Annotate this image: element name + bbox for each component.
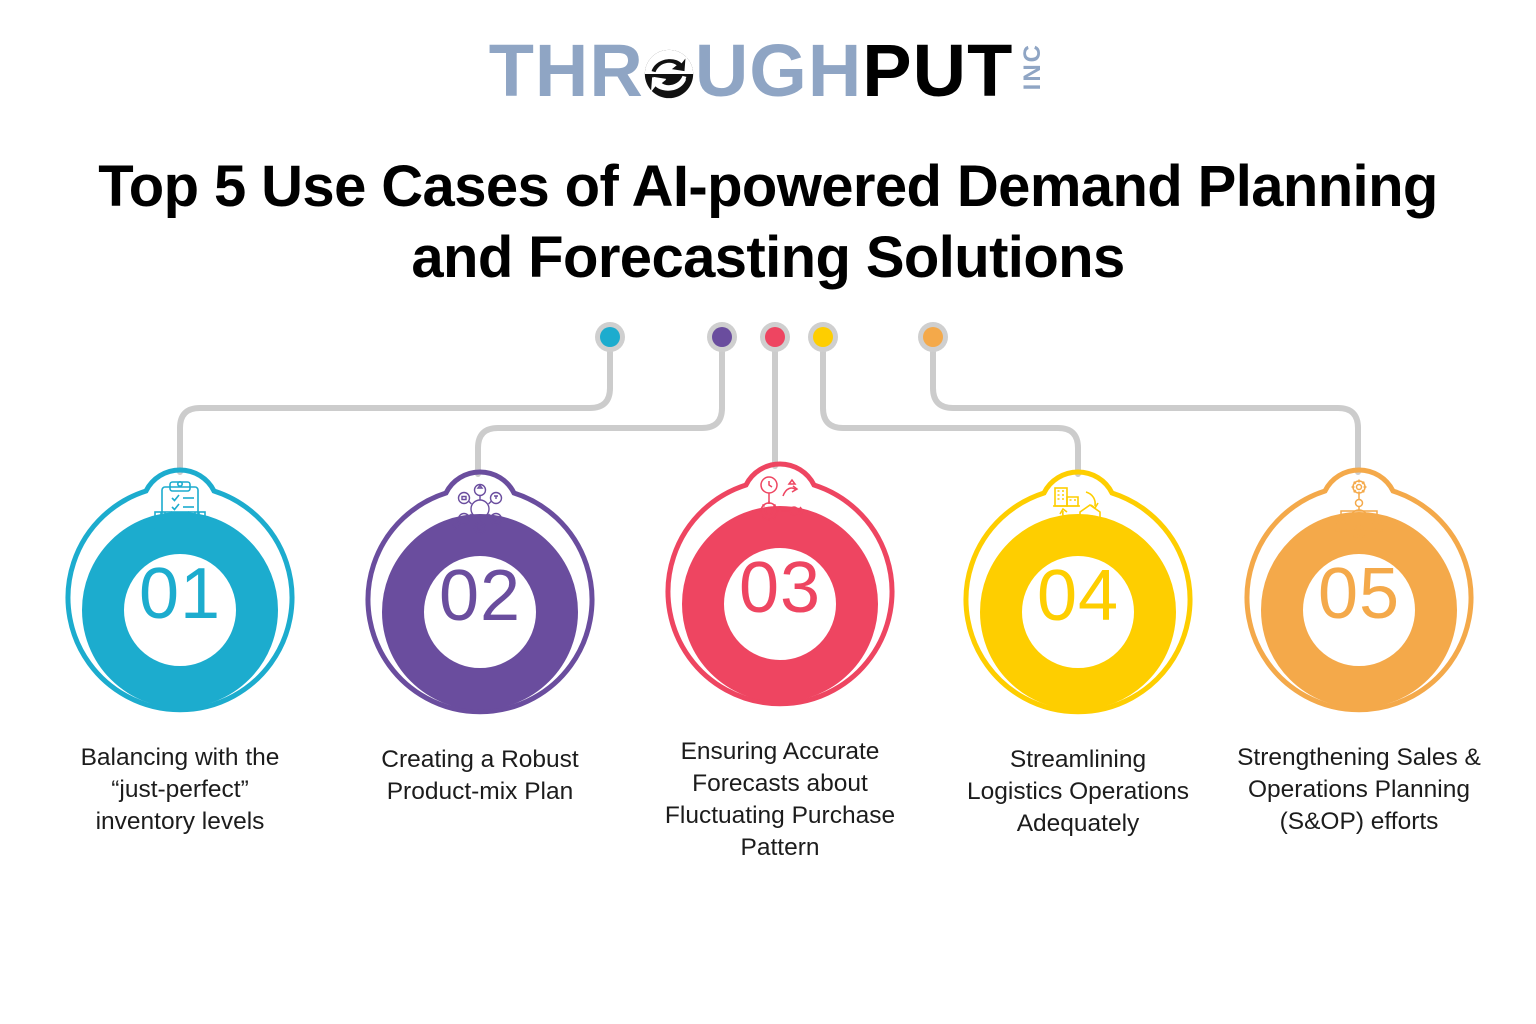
connector-path-1 [177, 349, 613, 475]
use-case-caption-4: Streamlining Logistics Operations Adequa… [967, 746, 1189, 838]
logo-text-through-part1: THR [488, 29, 644, 112]
use-case-caption-3: Ensuring Accurate Forecasts about Fluctu… [664, 738, 896, 862]
badge-outline-5 [1244, 467, 1474, 713]
badge-number-2: 02 [438, 556, 522, 636]
use-case-caption-1: Balancing with the “just-perfect” invent… [80, 744, 280, 836]
globe-arrows-icon [640, 45, 698, 103]
product-mix-network-icon [449, 478, 511, 540]
page-title: Top 5 Use Cases of AI-powered Demand Pla… [98, 154, 1438, 290]
gear-hierarchy-icon [1328, 476, 1390, 538]
use-case-card-1[interactable]: 01 Balancing with the “just-perfect” inv… [40, 462, 320, 838]
badge-5: 05 [1230, 462, 1488, 730]
badge-ring-1 [82, 512, 278, 708]
timeline-dot-4[interactable] [808, 322, 838, 352]
badge-ring-4 [980, 514, 1176, 710]
timeline-dot-3[interactable] [760, 322, 790, 352]
logo-text-through-part2: UGH [694, 29, 863, 112]
timeline-dot-2[interactable] [707, 322, 737, 352]
timeline-dot-5[interactable] [918, 322, 948, 352]
factory-warehouse-cycle-icon [1047, 478, 1109, 540]
badge-4: 04 [949, 464, 1207, 732]
clipboard-checklist-boxes-icon [149, 476, 211, 538]
badge-2: 02 [351, 464, 609, 732]
badge-ring-3 [682, 506, 878, 702]
logo-text-put: PUT [862, 29, 1014, 112]
timeline-dot-1[interactable] [595, 322, 625, 352]
clock-gear-forecast-icon [749, 470, 811, 532]
badge-ring-5 [1261, 512, 1457, 708]
badge-number-5: 05 [1317, 554, 1401, 634]
badge-outline-3 [665, 461, 895, 707]
badge-outline-1 [65, 467, 295, 713]
badge-outline-2 [365, 469, 595, 715]
badge-number-4: 04 [1036, 556, 1120, 636]
badge-3: 03 [651, 456, 909, 724]
use-case-card-4[interactable]: 04 Streamlining Logistics Operations Ade… [938, 464, 1218, 840]
use-case-card-5[interactable]: 05 Strengthening Sales & Operations Plan… [1219, 462, 1499, 838]
badge-ring-2 [382, 514, 578, 710]
badge-1: 01 [51, 462, 309, 730]
badge-number-3: 03 [738, 548, 822, 628]
badge-number-1: 01 [138, 554, 222, 634]
brand-logo: THR UGH PUT INC [0, 34, 1536, 108]
connector-path-5 [930, 349, 1361, 475]
logo-text-inc: INC [1019, 43, 1047, 91]
badge-outline-4 [963, 469, 1193, 715]
use-case-caption-5: Strengthening Sales & Operations Plannin… [1237, 744, 1481, 836]
use-case-card-2[interactable]: 02 Creating a Robust Product-mix Plan [340, 464, 620, 808]
use-case-caption-2: Creating a Robust Product-mix Plan [381, 746, 579, 806]
use-case-card-3[interactable]: 03 Ensuring Accurate Forecasts about Flu… [640, 456, 920, 864]
